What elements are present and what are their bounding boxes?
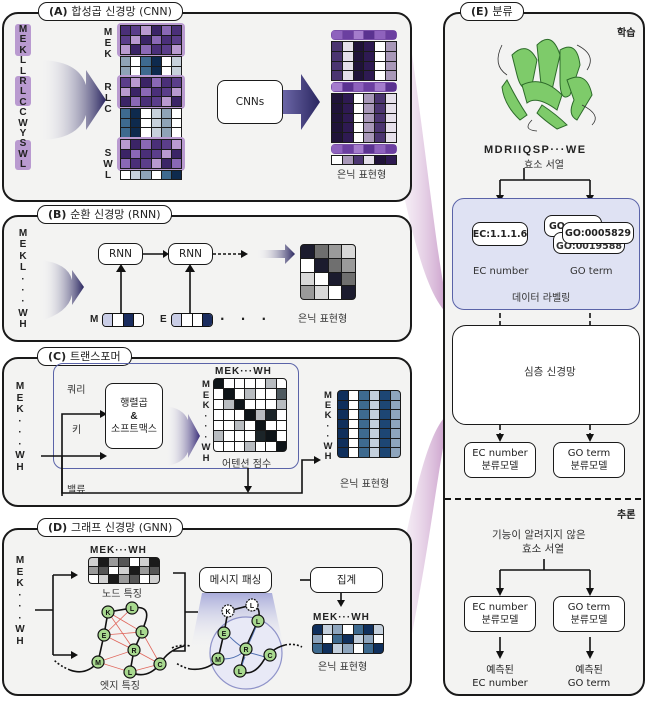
node-feature-label: 노드 특징 xyxy=(102,589,142,600)
rnn-input-arrow xyxy=(40,260,84,321)
gnn-connections xyxy=(35,571,345,659)
svg-text:L: L xyxy=(130,606,135,613)
svg-text:K: K xyxy=(225,609,230,616)
svg-text:L: L xyxy=(250,603,255,610)
deep-neural-net-box xyxy=(452,325,640,425)
cnn-input-arrow xyxy=(38,60,106,140)
training-label: 학습 xyxy=(617,28,636,39)
enzyme-sequence: MDRIIQSP···WE xyxy=(484,144,587,156)
ec-tag: EC:1.1.1.6 xyxy=(472,222,528,246)
transformer-hidden-representation xyxy=(337,390,401,458)
node-feature-header: MEK···WH xyxy=(90,545,147,556)
panel-classification-title: (E) 분류 xyxy=(460,2,524,21)
cnn-feature-map xyxy=(117,23,185,180)
attention-score-label: 어텐션 점수 xyxy=(222,459,272,470)
rnn-token-e: E xyxy=(160,314,167,325)
gnn-hidden-representation xyxy=(312,624,384,654)
panel-cnn-title: (A) 합성곱 신경망 (CNN) xyxy=(38,2,183,21)
panel-gnn-title: (D) 그래프 신경망 (GNN) xyxy=(37,518,184,537)
go-caption: GO term xyxy=(570,266,613,277)
rnn-connections xyxy=(116,244,295,315)
data-labeling-caption: 데이터 라벨링 xyxy=(512,293,571,304)
matmul-softmax-box: 행렬곱 & 소프트맥스 xyxy=(105,383,163,449)
edge-feature-label: 엣지 특징 xyxy=(100,681,140,692)
rnn-ellipsis: · · · xyxy=(220,312,273,326)
value-label: 밸류 xyxy=(67,485,86,496)
attention-block-outline xyxy=(53,363,299,469)
aggregate-box: 집계 xyxy=(310,567,383,593)
svg-text:M: M xyxy=(95,660,101,667)
rnn-output-label: 은닉 표현형 xyxy=(298,314,348,325)
svg-text:L: L xyxy=(256,619,261,626)
svg-text:C: C xyxy=(267,653,272,660)
rnn-token-m: M xyxy=(90,314,99,325)
transformer-connections xyxy=(41,406,321,496)
svg-text:L: L xyxy=(140,630,145,637)
unknown-sequence-line-1: 기능이 알려지지 않은 xyxy=(492,529,586,541)
svg-text:E: E xyxy=(222,631,227,638)
rnn-token-m-vector xyxy=(102,313,144,327)
gnn-output-header: MEK···WH xyxy=(313,612,370,623)
ec-caption: EC number xyxy=(473,266,529,277)
edge-feature-graph: K L E L R M L C xyxy=(53,601,191,679)
attention-score-matrix xyxy=(213,378,287,452)
rnn-hidden-representation xyxy=(300,244,356,300)
cnn-hidden-representation xyxy=(331,30,397,165)
inference-label: 추론 xyxy=(617,510,636,521)
message-passing-box: 메시지 패싱 xyxy=(199,567,272,593)
cnn-output-label: 은닉 표현형 xyxy=(337,170,387,181)
svg-text:R: R xyxy=(243,647,248,654)
cnns-output-arrow xyxy=(283,74,320,130)
node-feature-matrix xyxy=(88,557,160,584)
svg-text:L: L xyxy=(128,670,133,677)
gnn-output-label: 은닉 표현형 xyxy=(318,662,368,673)
transformer-output-label: 은닉 표현형 xyxy=(340,479,390,490)
svg-text:C: C xyxy=(157,662,162,669)
query-label: 쿼리 xyxy=(67,385,86,396)
key-label: 키 xyxy=(72,425,82,436)
svg-text:E: E xyxy=(102,633,107,640)
unknown-sequence-line-2: 효소 서열 xyxy=(522,543,564,555)
panel-rnn-title: (B) 순환 신경망 (RNN) xyxy=(37,205,172,224)
go-tag-front: GO:0005829 xyxy=(562,222,634,244)
svg-text:L: L xyxy=(238,669,243,676)
cnns-box: CNNs xyxy=(217,80,283,124)
rnn-token-e-vector xyxy=(171,313,213,327)
svg-text:R: R xyxy=(131,648,136,655)
svg-text:K: K xyxy=(105,610,110,617)
rnn-cell-1: RNN xyxy=(98,243,143,265)
deep-neural-net-label: 심층 신경망 xyxy=(524,366,576,378)
panel-transformer-title: (C) 트랜스포머 xyxy=(37,347,132,366)
enzyme-sequence-label: 효소 서열 xyxy=(524,160,564,171)
svg-text:M: M xyxy=(215,657,221,664)
funnel-arrow xyxy=(372,40,510,690)
protein-structure-icon xyxy=(497,38,596,132)
message-passing-graph: K L E L R M L C xyxy=(175,593,303,690)
attention-matrix-header: MEK···WH xyxy=(215,366,272,377)
